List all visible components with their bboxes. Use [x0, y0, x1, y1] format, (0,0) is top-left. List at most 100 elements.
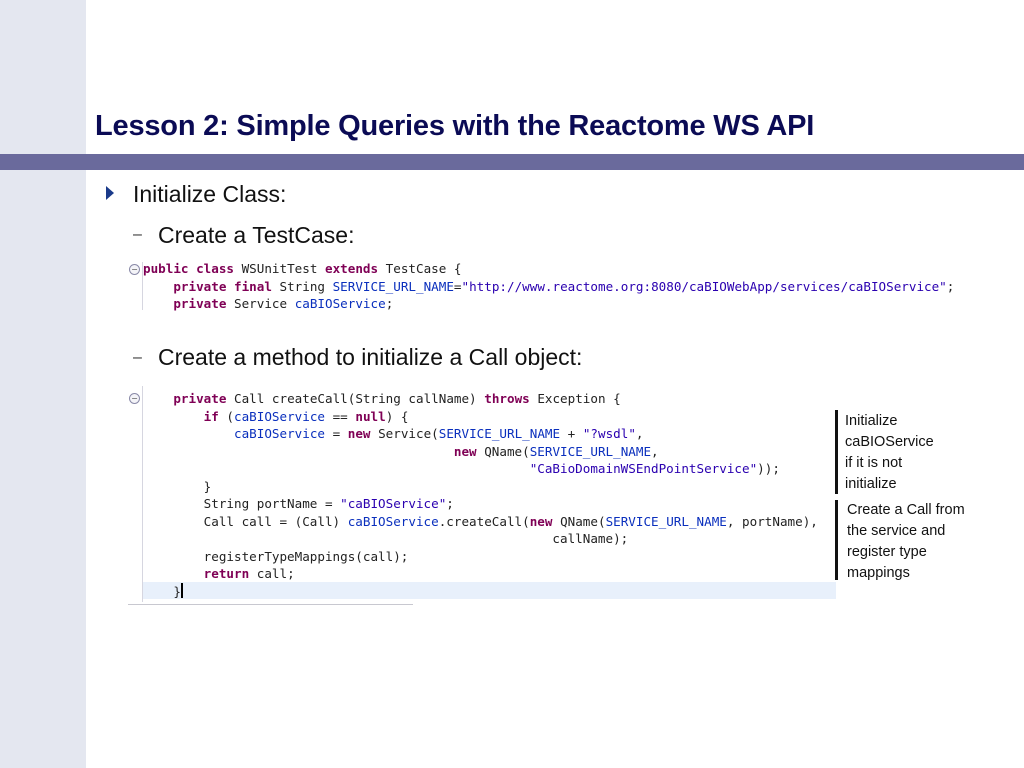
annotation-line: register type: [847, 544, 927, 560]
code-token: QName(: [484, 443, 530, 459]
code-token: +: [560, 426, 583, 441]
code-token: [143, 279, 173, 294]
code-token: TestCase {: [385, 261, 462, 276]
code-token: , portName),: [726, 513, 818, 529]
annotation-line: Initialize: [845, 413, 898, 429]
code-token: String: [279, 278, 333, 294]
code-token: "?wsdl": [582, 426, 636, 441]
code-token: [143, 409, 204, 424]
code-token: ==: [325, 408, 356, 424]
code-token: SERVICE_URL_NAME: [438, 426, 561, 441]
code-token: Call call = (Call): [143, 513, 348, 529]
code-token: WSUnitTest: [241, 261, 325, 276]
code-token: class: [196, 261, 242, 276]
code-line: private final String SERVICE_URL_NAME="h…: [143, 278, 954, 296]
code-line: "CaBioDomainWSEndPointService"));: [143, 460, 818, 478]
code-line: public class WSUnitTest extends TestCase…: [143, 260, 954, 278]
code-line: caBIOService = new Service(SERVICE_URL_N…: [143, 425, 818, 443]
annotation-bracket: [835, 500, 838, 580]
sub-bullet-create-method: Create a method to initialize a Call obj…: [158, 344, 583, 370]
code-token: new: [529, 513, 561, 529]
code-token: Exception {: [537, 391, 621, 406]
code-token: ;: [946, 278, 955, 294]
annotation-line: mappings: [847, 565, 910, 581]
code-token: String portName =: [143, 496, 341, 511]
code-token: registerTypeMappings(call);: [143, 548, 409, 564]
code-token: call;: [256, 566, 295, 581]
code-token: new: [453, 443, 485, 459]
code-line: private Call createCall(String callName)…: [143, 390, 818, 408]
code-token: public: [143, 261, 197, 276]
current-line-highlight: [142, 582, 836, 599]
code-token: [143, 444, 454, 459]
code-token: SERVICE_URL_NAME: [332, 278, 454, 294]
code-line: new QName(SERVICE_URL_NAME,: [143, 443, 818, 461]
code-line: callName);: [143, 530, 818, 548]
code-token: ;: [385, 296, 394, 311]
code-token: [143, 566, 204, 581]
code-token: ));: [757, 461, 780, 476]
code-line: String portName = "caBIOService";: [143, 495, 818, 513]
code-token: }: [143, 583, 181, 599]
code-token: "CaBioDomainWSEndPointService": [529, 461, 758, 476]
code-token: ) {: [385, 408, 409, 424]
arrow-bullet-icon: [106, 186, 114, 200]
code-token: extends: [324, 261, 386, 276]
code-token: ,: [651, 443, 659, 459]
annotation-line: caBIOService: [845, 434, 934, 450]
code-token: private: [173, 391, 235, 406]
code-token: Service: [234, 296, 295, 311]
code-token: [143, 391, 173, 406]
annotation-line: Create a Call from: [847, 502, 965, 518]
code-token: =: [453, 278, 462, 294]
code-token: =: [325, 426, 348, 441]
title-rule: [0, 154, 1024, 170]
code-token: [143, 296, 173, 311]
code-token: SERVICE_URL_NAME: [529, 443, 652, 459]
code-token: [143, 461, 530, 476]
code-token: ,: [635, 426, 644, 441]
code-line: }: [143, 583, 818, 601]
fold-toggle-icon[interactable]: −: [129, 393, 140, 404]
code-token: Service(: [378, 426, 439, 441]
sub-bullet-create-testcase: Create a TestCase:: [158, 222, 355, 248]
code-gutter-line: [142, 386, 143, 602]
code-line: return call;: [143, 565, 818, 583]
bullet-initialize-class: Initialize Class:: [133, 181, 287, 207]
annotation-bracket: [835, 410, 838, 494]
code-token: private: [173, 278, 235, 294]
code-token: throws: [484, 391, 538, 406]
code-line: private Service caBIOService;: [143, 295, 954, 313]
dash-bullet-icon: –: [133, 226, 142, 243]
code-line: Call call = (Call) caBIOService.createCa…: [143, 513, 818, 531]
code-token: caBIOService: [234, 426, 325, 441]
dash-bullet-icon: –: [133, 349, 142, 366]
code-token: return: [203, 566, 257, 581]
code-line: }: [143, 478, 818, 496]
code-token: SERVICE_URL_NAME: [605, 513, 727, 529]
code-token: caBIOService: [294, 296, 386, 311]
code-token: (: [226, 408, 235, 424]
code-token: .createCall(: [438, 513, 530, 529]
annotation-initialize: Initialize caBIOService if it is not initia…: [845, 411, 934, 495]
code-token: }: [143, 478, 212, 494]
code-token: caBIOService: [234, 408, 326, 424]
annotation-line: initialize: [845, 476, 897, 492]
code-token: Call createCall(String callName): [234, 391, 485, 406]
fold-toggle-icon[interactable]: −: [129, 264, 140, 275]
annotation-create-call: Create a Call from the service and registe…: [847, 500, 965, 584]
slide-title: Lesson 2: Simple Queries with the Reacto…: [95, 110, 815, 142]
code-line: if (caBIOService == null) {: [143, 408, 818, 426]
code-token: if: [203, 408, 227, 424]
code-token: private: [173, 296, 235, 311]
code-token: callName);: [143, 531, 629, 546]
code-token: null: [355, 408, 386, 424]
code-token: new: [347, 426, 379, 441]
left-decor-band: [0, 0, 86, 768]
code-block-createcall: private Call createCall(String callName)…: [143, 390, 818, 600]
code-token: "http://www.reactome.org:8080/caBIOWebAp…: [461, 278, 947, 294]
annotation-line: the service and: [847, 523, 946, 539]
code-token: QName(: [560, 513, 606, 529]
text-caret: [181, 583, 183, 598]
annotation-line: if it is not: [845, 455, 903, 471]
